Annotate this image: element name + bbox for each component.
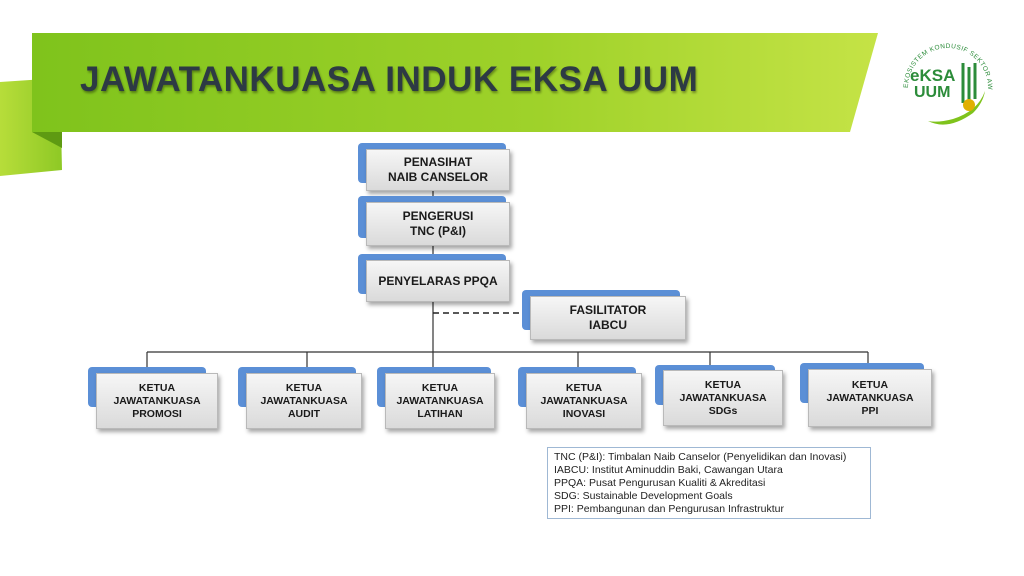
node-pengerusi-line2: TNC (P&I)	[410, 224, 466, 238]
node-fasilitator-line1: FASILITATOR	[569, 303, 647, 317]
node-penasihat-line1: PENASIHAT	[403, 155, 473, 169]
committee-line3: LATIHAN	[417, 407, 463, 420]
committee-line1: KETUA	[565, 381, 603, 394]
legend-item: PPI: Pembangunan dan Pengurusan Infrastr…	[554, 503, 784, 515]
legend-item: SDG: Sustainable Development Goals	[554, 490, 733, 502]
node-penyelaras-line1: PENYELARAS PPQA	[378, 274, 498, 288]
committee-line2: JAWATANKUASA	[540, 394, 628, 407]
abbreviation-legend: TNC (P&I): Timbalan Naib Canselor (Penye…	[547, 447, 871, 519]
node-pengerusi-line1: PENGERUSI	[402, 209, 474, 223]
committee-line1: KETUA	[285, 381, 323, 394]
committee-line2: JAWATANKUASA	[396, 394, 484, 407]
committee-line1: KETUA	[704, 378, 742, 391]
logo-brand-line1: eKSA	[910, 66, 956, 85]
page-title: JAWATANKUASA INDUK EKSA UUM	[80, 60, 699, 99]
legend-item: TNC (P&I): Timbalan Naib Canselor (Penye…	[554, 451, 847, 463]
committee-line1: KETUA	[421, 381, 459, 394]
committee-line3: PROMOSI	[132, 407, 182, 420]
title-banner	[0, 33, 878, 176]
committee-line1: KETUA	[138, 381, 176, 394]
legend-item: PPQA: Pusat Pengurusan Kualiti & Akredit…	[554, 477, 766, 489]
committee-line3: PPI	[861, 404, 879, 417]
committee-line2: JAWATANKUASA	[260, 394, 348, 407]
banner-fold-shadow	[32, 132, 62, 148]
committee-line1: KETUA	[851, 378, 889, 391]
eksa-uum-logo: EKOSISTEM KONDUSIF SEKTOR AWAM	[893, 33, 993, 125]
logo-leaf-icon	[928, 91, 985, 125]
logo-brand-line2: UUM	[914, 84, 951, 101]
banner-main	[32, 33, 878, 132]
committee-line3: AUDIT	[287, 407, 321, 420]
committee-line3: SDGs	[708, 404, 738, 417]
committee-line2: JAWATANKUASA	[113, 394, 201, 407]
legend-item: IABCU: Institut Aminuddin Baki, Cawangan…	[554, 464, 783, 476]
node-penasihat-line2: NAIB CANSELOR	[387, 170, 488, 184]
committee-line2: JAWATANKUASA	[826, 391, 914, 404]
node-fasilitator-line2: IABCU	[589, 318, 627, 332]
committee-line3: INOVASI	[562, 407, 606, 420]
committee-line2: JAWATANKUASA	[679, 391, 767, 404]
